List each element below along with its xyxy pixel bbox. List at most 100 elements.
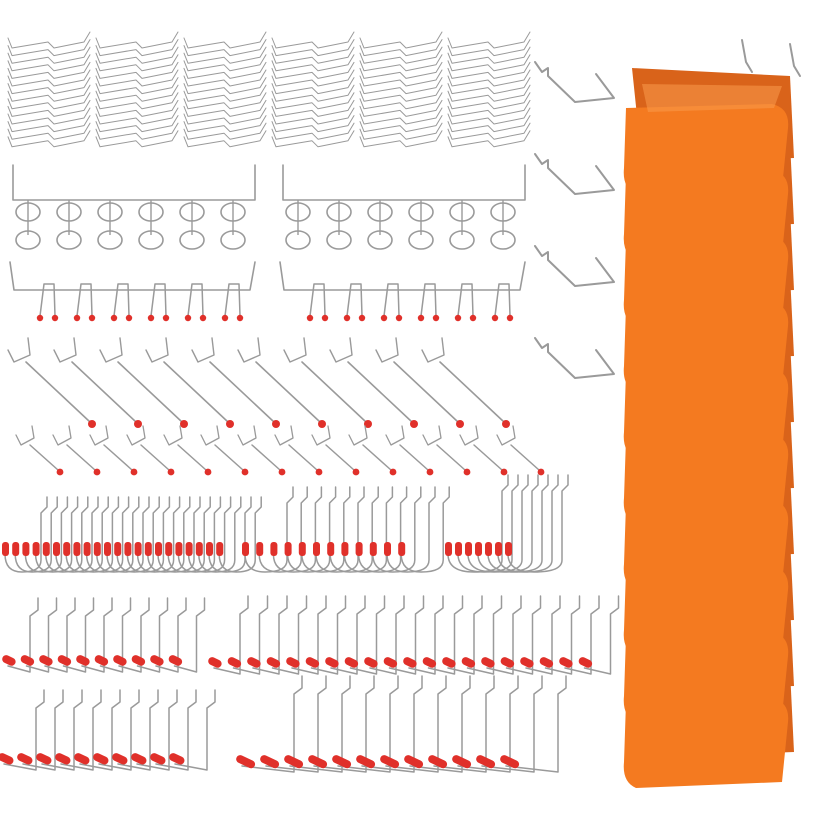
l-hook <box>330 595 366 675</box>
hook-bracket <box>163 425 183 446</box>
short-straight-hook <box>66 444 96 471</box>
red-tip <box>308 755 328 769</box>
ring-rack-bar <box>282 164 526 201</box>
l-hook <box>447 595 483 675</box>
red-tip <box>162 314 170 322</box>
l-hook <box>544 595 581 675</box>
pegboard-lock <box>183 107 267 125</box>
red-tip <box>445 542 452 556</box>
j-hook <box>497 474 559 573</box>
short-straight-hook <box>251 444 281 471</box>
hook-bracket <box>283 337 307 363</box>
hook-bracket <box>126 425 146 446</box>
red-tip <box>410 420 418 428</box>
pegboard-lock <box>7 107 91 125</box>
pegboard-lock <box>359 77 443 95</box>
pegboard-lock <box>7 46 91 64</box>
pegboard-lock <box>359 84 443 102</box>
red-tip <box>131 655 146 666</box>
j-hook <box>4 496 48 573</box>
red-tip <box>341 542 349 556</box>
red-tip <box>236 314 244 322</box>
short-straight-hook <box>288 444 318 471</box>
hook-bracket <box>7 337 31 363</box>
red-tip <box>150 655 164 666</box>
long-straight-hook <box>301 361 367 423</box>
l-hook <box>457 675 519 773</box>
j-hook <box>301 486 351 573</box>
pegboard-lock <box>7 69 91 87</box>
red-tip <box>42 542 50 556</box>
red-tip <box>22 542 30 556</box>
l-hook <box>25 597 58 673</box>
red-tip <box>469 314 477 322</box>
u-hook <box>494 283 511 317</box>
red-tip <box>73 314 81 322</box>
red-tip <box>278 468 286 476</box>
l-hook <box>155 689 197 771</box>
pegboard-lock <box>359 107 443 125</box>
j-hook <box>198 496 242 573</box>
red-tip <box>284 755 304 769</box>
j-hook <box>55 496 99 573</box>
j-hook <box>286 486 337 573</box>
hook-bracket <box>237 337 261 363</box>
red-tip <box>56 468 64 476</box>
pegboard-lock <box>447 99 531 117</box>
red-tip <box>221 314 229 322</box>
red-tip <box>578 657 593 668</box>
hook-bracket <box>89 425 109 446</box>
pegboard-lock <box>359 46 443 64</box>
hook-bracket <box>53 337 77 363</box>
hook-bracket <box>191 337 215 363</box>
red-tip <box>369 542 377 556</box>
l-hook <box>349 595 386 675</box>
l-hook <box>41 689 83 771</box>
red-tip <box>305 657 320 668</box>
pegboard-lock <box>183 69 267 87</box>
l-hook <box>62 597 95 673</box>
pegboard-lock <box>183 31 267 49</box>
red-tip <box>226 420 234 428</box>
j-hook <box>187 496 232 573</box>
pegboard-lock <box>359 39 443 57</box>
short-straight-hook <box>325 444 355 471</box>
pegboard-lock <box>183 77 267 95</box>
bin-top-hook <box>789 43 801 77</box>
short-straight-hook <box>140 444 170 471</box>
long-straight-hook <box>209 361 275 423</box>
pegboard-lock <box>447 130 531 148</box>
red-tip <box>318 420 326 428</box>
red-tip <box>57 655 72 666</box>
red-tip <box>432 314 440 322</box>
red-tip <box>358 314 366 322</box>
pegboard-lock <box>271 122 355 140</box>
short-straight-hook <box>214 444 244 471</box>
pegboard-lock <box>95 54 179 72</box>
red-tip <box>352 468 360 476</box>
red-tip <box>247 657 261 668</box>
red-tip <box>167 468 175 476</box>
red-tip <box>94 655 109 666</box>
u-hook <box>76 283 93 317</box>
red-tip <box>124 542 132 556</box>
red-tip <box>113 655 127 666</box>
red-tip <box>315 468 323 476</box>
l-hook <box>60 689 102 771</box>
red-tip <box>260 755 280 769</box>
pegboard-lock <box>271 115 355 133</box>
l-hook <box>310 595 347 675</box>
red-tip <box>39 655 53 666</box>
ring-hook <box>15 230 41 250</box>
l-hook <box>22 689 64 771</box>
red-tip <box>306 314 314 322</box>
pegboard-lock <box>271 39 355 57</box>
pegboard-lock <box>271 92 355 110</box>
pegboard-lock <box>7 130 91 148</box>
j-hook <box>106 496 150 573</box>
l-hook <box>505 675 567 773</box>
pegboard-lock <box>7 31 91 49</box>
red-tip <box>130 468 138 476</box>
short-straight-hook <box>473 444 503 471</box>
j-hook <box>75 496 120 573</box>
